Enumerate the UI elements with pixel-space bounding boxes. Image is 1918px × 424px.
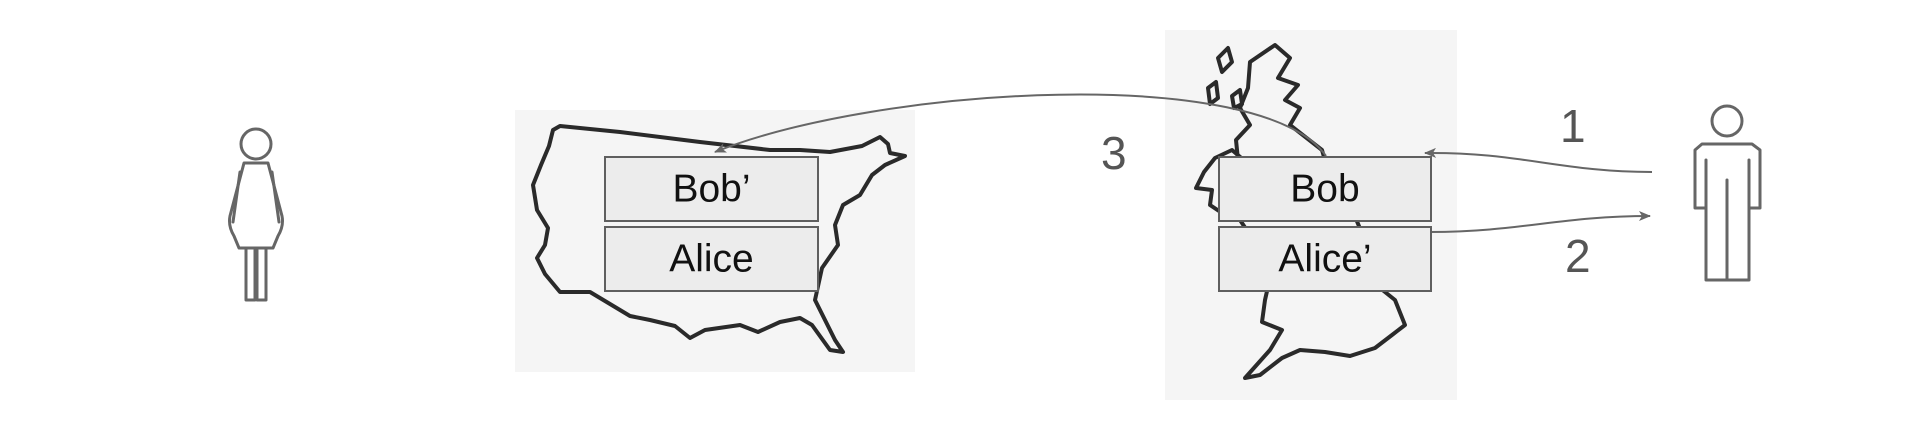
female-person-icon <box>228 127 284 302</box>
us-alice-label: Alice <box>669 238 754 281</box>
arrow-1 <box>1424 147 1653 173</box>
arrow-label-2: 2 <box>1565 230 1591 282</box>
us-bob-replica-box: Bob’ <box>604 156 819 222</box>
island-outline <box>1206 80 1220 106</box>
island-outline <box>1216 46 1234 74</box>
usa-map-outline <box>531 124 907 354</box>
uk-bob-label: Bob <box>1290 168 1359 211</box>
us-alice-box: Alice <box>604 226 819 292</box>
us-bob-replica-label: Bob’ <box>672 168 750 211</box>
island-outline <box>1230 88 1244 110</box>
arrow-label-3: 3 <box>1101 127 1127 179</box>
male-person-icon <box>1693 104 1762 282</box>
uk-alice-replica-box: Alice’ <box>1218 226 1432 292</box>
uk-bob-box: Bob <box>1218 156 1432 222</box>
uk-alice-replica-label: Alice’ <box>1278 238 1371 281</box>
arrow-2 <box>1429 211 1651 233</box>
arrow-3 <box>714 93 1327 157</box>
arrow-label-1: 1 <box>1560 100 1586 152</box>
